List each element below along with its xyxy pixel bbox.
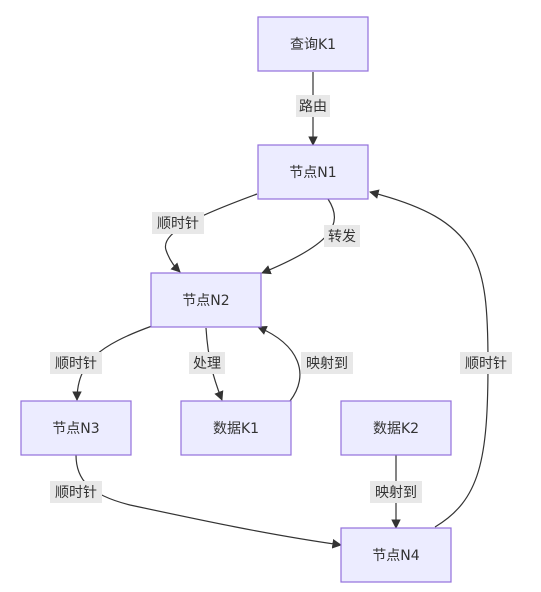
- node-data-k2[interactable]: 数据K2: [340, 400, 452, 456]
- node-query-k1[interactable]: 查询K1: [257, 16, 369, 72]
- edge-label-text: 顺时针: [55, 485, 97, 501]
- edge-label-text: 转发: [328, 229, 356, 245]
- node-n2[interactable]: 节点N2: [150, 272, 262, 328]
- node-label: 节点N4: [372, 548, 419, 564]
- node-n1[interactable]: 节点N1: [257, 144, 369, 200]
- edge-label-n1-n2-forward: 转发: [324, 225, 360, 247]
- node-label: 查询K1: [290, 37, 336, 53]
- edge-label-text: 顺时针: [55, 356, 97, 372]
- edge-label-text: 顺时针: [157, 216, 199, 232]
- edge-label-dk2-n4: 映射到: [370, 481, 422, 503]
- edge-label-text: 处理: [193, 356, 221, 372]
- node-label: 节点N3: [52, 421, 99, 437]
- node-data-k1[interactable]: 数据K1: [180, 400, 292, 456]
- edge-label-n1-n2-clockwise: 顺时针: [152, 212, 204, 234]
- node-label: 数据K2: [373, 421, 419, 437]
- edge-n1-n2-forward: [261, 198, 336, 275]
- edge-label-n2-dk1: 处理: [189, 352, 225, 374]
- node-label: 节点N1: [289, 165, 336, 181]
- node-n3[interactable]: 节点N3: [20, 400, 132, 456]
- edge-label-text: 路由: [299, 99, 327, 115]
- edge-label-n4-n1: 顺时针: [460, 352, 512, 374]
- edge-label-dk1-n2: 映射到: [301, 352, 353, 374]
- node-n4[interactable]: 节点N4: [340, 527, 452, 583]
- edge-label-text: 映射到: [306, 356, 348, 372]
- edge-label-n3-n4: 顺时针: [50, 481, 102, 503]
- node-label: 数据K1: [213, 421, 259, 437]
- edge-n1-n2-clockwise: [164, 193, 258, 273]
- edge-label-k1-n1: 路由: [296, 95, 330, 117]
- edge-label-text: 映射到: [375, 485, 417, 501]
- node-label: 节点N2: [182, 293, 229, 309]
- edge-n3-n4: [75, 454, 342, 549]
- edge-label-n2-n3: 顺时针: [50, 352, 102, 374]
- edge-dk1-n2: [257, 325, 301, 402]
- edge-label-text: 顺时针: [465, 356, 507, 372]
